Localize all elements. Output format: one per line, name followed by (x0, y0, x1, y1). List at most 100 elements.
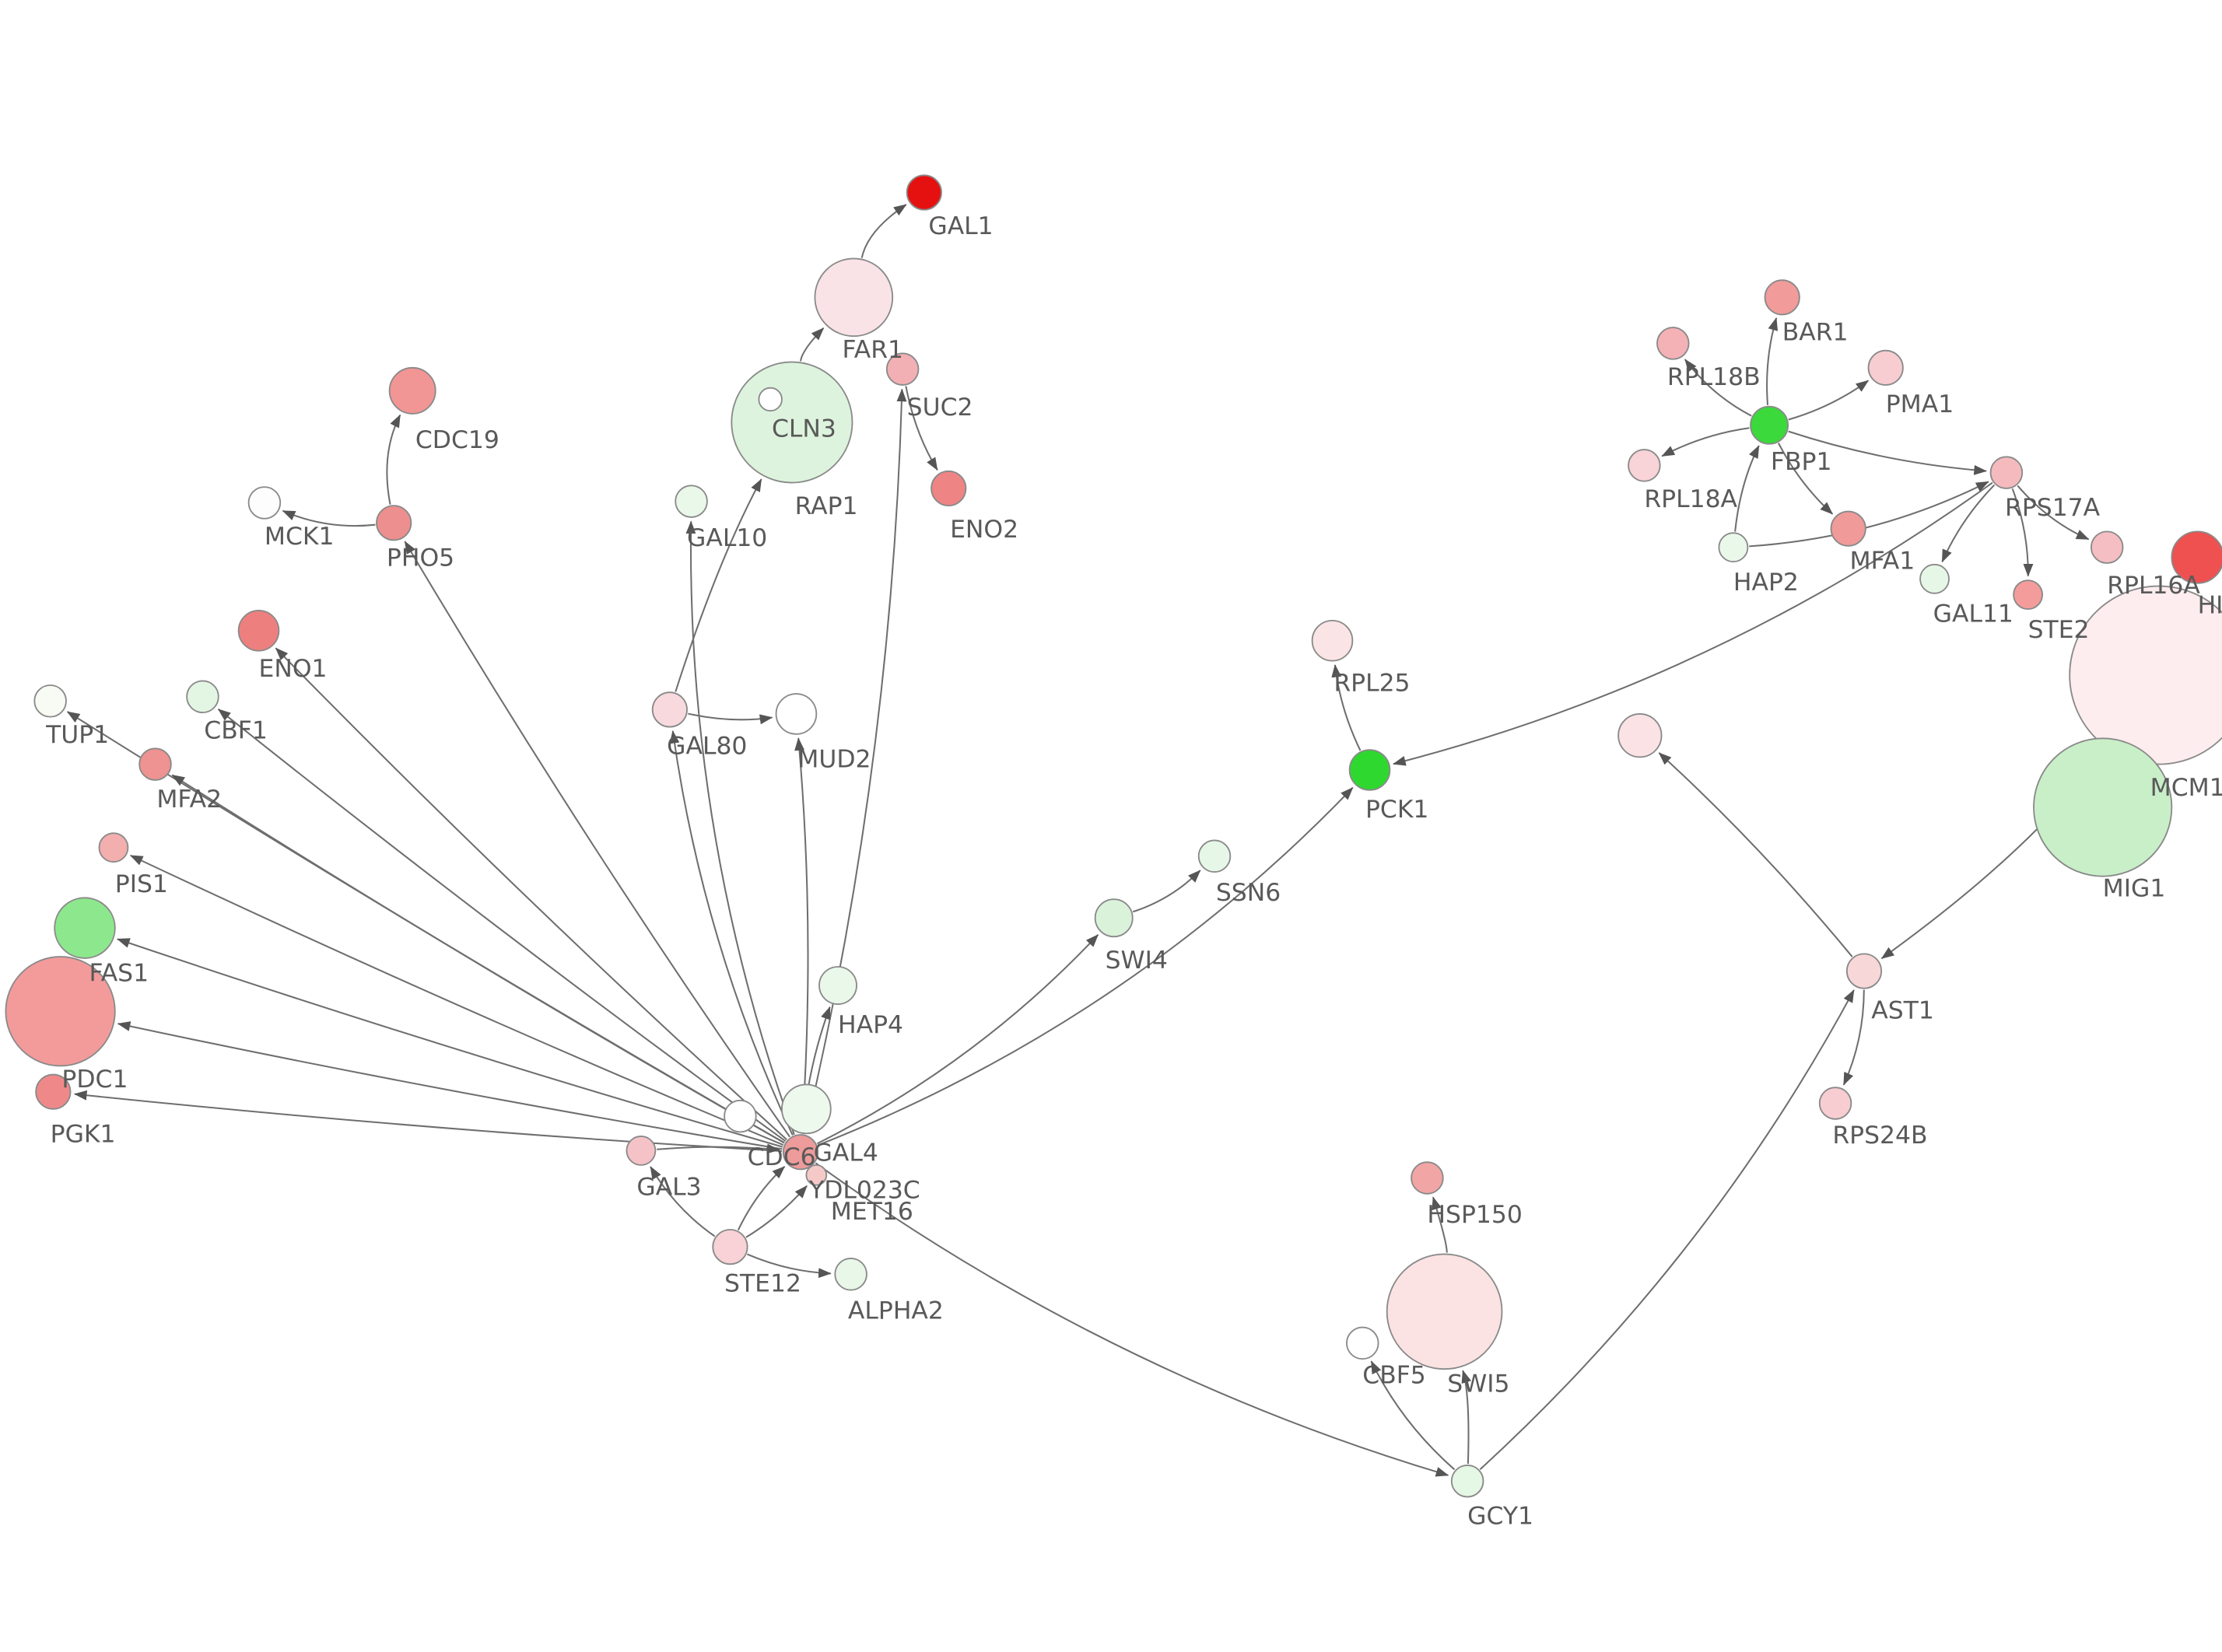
node-ste2[interactable] (2013, 579, 2044, 611)
node-mfa1[interactable] (1830, 510, 1866, 547)
node-pho5[interactable] (376, 505, 412, 541)
node-mck1[interactable] (247, 486, 282, 520)
node-label-rpl16a: RPL16A (2107, 572, 2200, 600)
edge-fbp1-mfa1 (1778, 443, 1834, 515)
node-label-cdc19: CDC19 (415, 426, 499, 454)
node-bar1[interactable] (1764, 279, 1800, 316)
node-alpha2[interactable] (834, 1258, 867, 1291)
edge-ste12-gal3 (650, 1166, 716, 1237)
node-fbp1[interactable] (1750, 405, 1789, 445)
node-label-gal4: GAL4 (814, 1139, 878, 1167)
node-his4[interactable] (2171, 530, 2222, 584)
node-label-pgk1: PGK1 (51, 1120, 116, 1148)
edge-hap2-rps17a (1749, 481, 1989, 548)
node-label-hap4: HAP4 (838, 1011, 903, 1039)
edge-pho5-mck1 (282, 509, 376, 527)
edge-gal80-mud2 (688, 712, 773, 725)
node-ydl023c[interactable] (781, 1083, 832, 1135)
node-label-gal11: GAL11 (1933, 600, 2013, 628)
edge-ast1-unl1 (1658, 752, 1853, 957)
node-met16[interactable] (805, 1164, 828, 1186)
node-pdc1[interactable] (5, 956, 116, 1067)
node-swi5[interactable] (1386, 1253, 1503, 1370)
edge-gal4-cbf1 (217, 709, 787, 1143)
node-label-tup1: TUP1 (45, 721, 109, 749)
edge-fbp1-rpl18b (1684, 359, 1752, 417)
node-eno2[interactable] (931, 470, 967, 507)
edge-fbp1-rps17a (1788, 430, 1987, 475)
node-label-mig1: MIG1 (2103, 875, 2166, 903)
node-label-mfa2: MFA2 (156, 786, 222, 814)
edge-gal4-gcy1 (815, 1162, 1449, 1477)
node-cbf1[interactable] (186, 680, 219, 714)
node-gcy1[interactable] (1450, 1464, 1484, 1498)
node-rps17a[interactable] (1989, 456, 2024, 489)
node-gal4[interactable] (782, 1134, 819, 1171)
node-label-swi5: SWI5 (1447, 1370, 1509, 1398)
node-label-pdc1: PDC1 (61, 1066, 128, 1094)
node-suc2[interactable] (885, 352, 920, 386)
node-hsp150[interactable] (1411, 1161, 1444, 1195)
node-label-cbf1: CBF1 (204, 716, 267, 744)
node-hap2[interactable] (1718, 532, 1749, 563)
node-ast1[interactable] (1845, 953, 1883, 989)
node-label-eno2: ENO2 (950, 516, 1018, 544)
node-rps24b[interactable] (1818, 1087, 1852, 1120)
node-label-rps24b: RPS24B (1832, 1122, 1927, 1150)
node-unl1[interactable] (1617, 713, 1663, 758)
node-cdc19[interactable] (388, 366, 436, 415)
node-hap4[interactable] (818, 966, 857, 1005)
edge-fbp1-pma1 (1788, 380, 1870, 421)
node-gal1[interactable] (906, 174, 942, 211)
node-mcm1[interactable] (2069, 585, 2222, 765)
node-label-hap2: HAP2 (1733, 569, 1799, 597)
node-gal3[interactable] (626, 1136, 657, 1166)
node-rpl16a[interactable] (2090, 530, 2124, 564)
node-mfa2[interactable] (138, 747, 172, 781)
node-rpl18a[interactable] (1628, 449, 1661, 482)
node-pma1[interactable] (1867, 349, 1904, 386)
edge-hap2-fbp1 (1734, 445, 1760, 532)
node-fas1[interactable] (54, 897, 116, 959)
node-rap1[interactable] (758, 387, 783, 412)
node-ste12[interactable] (712, 1229, 748, 1265)
node-gal11[interactable] (1919, 563, 1950, 594)
node-mud2[interactable] (775, 693, 818, 735)
edge-gal4-swi4 (816, 934, 1099, 1145)
edge-ste12-gal4 (737, 1166, 786, 1230)
node-gal10[interactable] (675, 485, 708, 518)
edge-pho5-cdc19 (386, 414, 401, 505)
node-gal80[interactable] (651, 691, 688, 728)
node-label-ast1: AST1 (1871, 996, 1934, 1024)
node-cdc6[interactable] (724, 1099, 757, 1133)
node-cbf5[interactable] (1346, 1326, 1379, 1360)
node-label-swi4: SWI4 (1106, 947, 1168, 975)
node-tup1[interactable] (33, 684, 67, 718)
node-label-rpl18a: RPL18A (1644, 485, 1737, 513)
edge-ast1-rps24b (1842, 989, 1865, 1086)
node-far1[interactable] (814, 257, 894, 338)
node-label-mud2: MUD2 (797, 745, 871, 773)
node-eno1[interactable] (237, 610, 280, 652)
node-label-gal1: GAL1 (928, 212, 993, 240)
node-pgk1[interactable] (35, 1073, 72, 1110)
node-pck1[interactable] (1348, 749, 1391, 791)
node-mig1[interactable] (2033, 737, 2173, 877)
node-ssn6[interactable] (1197, 839, 1232, 873)
node-label-eno1: ENO1 (259, 655, 328, 683)
edge-gal4-pis1 (129, 854, 784, 1146)
node-pis1[interactable] (98, 832, 129, 863)
node-label-far1: FAR1 (843, 336, 903, 364)
node-rpl18b[interactable] (1656, 327, 1690, 360)
node-label-cln3: CLN3 (772, 415, 836, 443)
node-label-cdc6: CDC6 (748, 1143, 816, 1171)
edge-gal3-gal4 (657, 1143, 780, 1154)
node-label-gcy1: GCY1 (1467, 1503, 1533, 1531)
node-label-pma1: PMA1 (1886, 390, 1954, 418)
node-swi4[interactable] (1094, 898, 1134, 938)
edge-gal4-pdc1 (117, 1021, 783, 1150)
edge-gal80-cln3 (675, 478, 762, 692)
node-rpl25[interactable] (1311, 619, 1354, 662)
